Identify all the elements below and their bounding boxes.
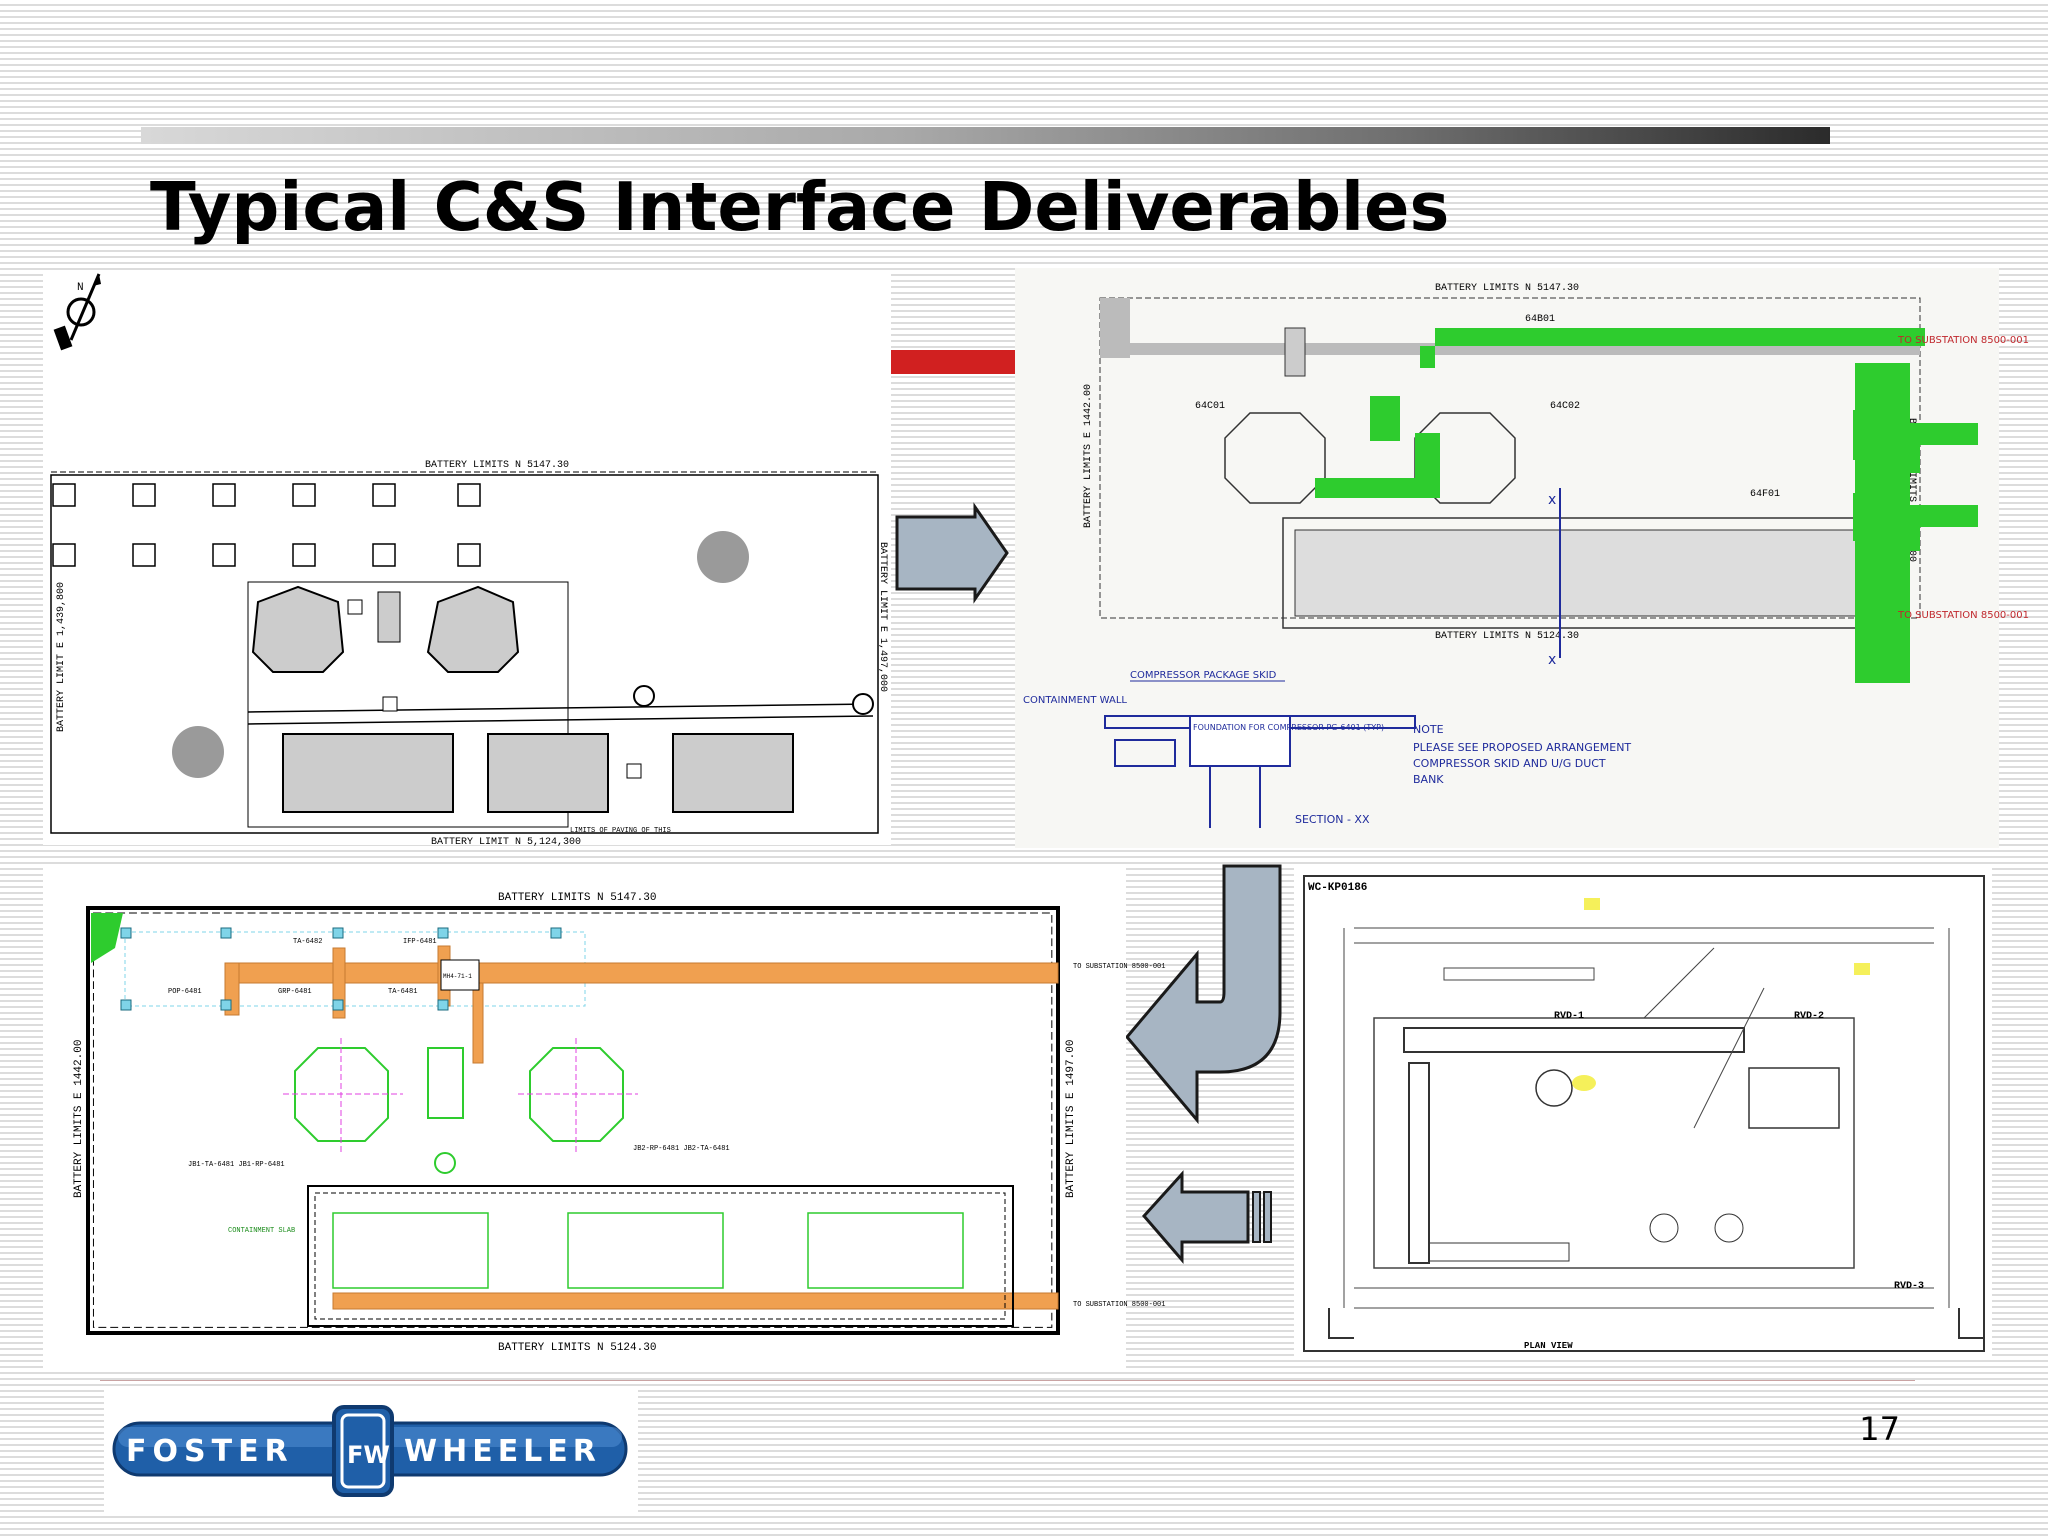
p3-bottom-limit: BATTERY LIMITS N 5124.30 xyxy=(498,1342,656,1354)
p2-containment-wall: CONTAINMENT WALL xyxy=(1023,695,1127,706)
p2-tag-64f01: 64F01 xyxy=(1750,489,1780,500)
p3-tag-ta6482: TA-6482 xyxy=(293,938,322,946)
logo-text-left: FOSTER xyxy=(126,1434,294,1469)
cad-interface-plan-drawing: BATTERY LIMITS N 5147.30 BATTERY LIMITS … xyxy=(43,868,1165,1368)
green-markup xyxy=(1315,328,1978,683)
p2-tag-64b01: 64B01 xyxy=(1525,314,1555,325)
p3-left-limit: BATTERY LIMITS E 1442.00 xyxy=(73,1040,85,1198)
p2-section-label: SECTION - XX xyxy=(1295,813,1370,826)
p1-right-limit: BATTERY LIMIT E 1,497,000 xyxy=(877,542,888,692)
p3-tag-ta6481: TA-6481 xyxy=(388,988,417,996)
p2-to-substation-1: TO SUBSTATION 8500-001 xyxy=(1897,335,2029,346)
p3-tag-pop6481: POP-6481 xyxy=(168,988,202,996)
p4-rvd1: RVD-1 xyxy=(1554,1011,1584,1022)
marked-up-plan-drawing: BATTERY LIMITS N 5147.30 BATTERY LIMITS … xyxy=(1015,268,2029,848)
page-number: 17 xyxy=(1859,1410,1900,1448)
logo-monogram: FW xyxy=(347,1441,390,1469)
north-arrow-icon: N xyxy=(53,273,101,351)
p2-tag-64c01: 64C01 xyxy=(1195,401,1225,412)
p2-top-limit: BATTERY LIMITS N 5147.30 xyxy=(1435,283,1579,294)
p3-tag-grp6481: GRP-6481 xyxy=(278,988,312,996)
p2-note-title: NOTE xyxy=(1413,723,1444,736)
title-accent-bar xyxy=(141,127,1830,144)
site-plan-drawing: N BATTERY LIMITS N 5147.30 BATTERY LIMIT… xyxy=(43,272,891,848)
page-title: Typical C&S Interface Deliverables xyxy=(150,168,1450,246)
p3-top-limit: BATTERY LIMITS N 5147.30 xyxy=(498,892,656,904)
p3-tag-ifp6481: IFP-6481 xyxy=(403,938,437,946)
p3-to-substation-2: TO SUBSTATION 8500-001 xyxy=(1073,1301,1165,1309)
foster-wheeler-logo: FOSTER FW WHEELER xyxy=(104,1387,638,1515)
p4-rvd2: RVD-2 xyxy=(1794,1011,1824,1022)
p2-left-limit: BATTERY LIMITS E 1442.00 xyxy=(1083,384,1094,528)
vendor-plan-view-drawing: WC-KP0186 RVD-1 RVD-2 RVD-3 PLAN VIEW xyxy=(1294,868,1992,1356)
curved-down-left-arrow-icon xyxy=(1125,864,1282,1125)
north-label: N xyxy=(77,282,84,294)
p2-note-text: PLEASE SEE PROPOSED ARRANGEMENT COMPRESS… xyxy=(1413,741,1632,786)
left-arrow-icon xyxy=(1141,1170,1272,1265)
p3-tag-jb1: JB1-TA-6481 JB1-RP-6481 xyxy=(188,1161,285,1169)
logo-text-right: WHEELER xyxy=(404,1434,601,1469)
footer-rule xyxy=(100,1380,1915,1381)
p1-left-limit: BATTERY LIMIT E 1,439,800 xyxy=(56,582,67,732)
svg-text:x: x xyxy=(1548,652,1556,668)
p1-paving-note: LIMITS OF PAVING OF THIS xyxy=(570,827,671,835)
p4-rvd3: RVD-3 xyxy=(1894,1281,1924,1292)
red-connector-bar xyxy=(891,350,1015,374)
p3-tag-mh: MH4-71-1 xyxy=(443,973,472,980)
p4-plan-view: PLAN VIEW xyxy=(1524,1341,1573,1351)
p2-right-limit: BATTERY LIMITS E 1497.00 xyxy=(1906,418,1917,562)
p1-top-limit: BATTERY LIMITS N 5147.30 xyxy=(425,460,569,471)
svg-text:x: x xyxy=(1548,492,1556,508)
p2-compressor-skid: COMPRESSOR PACKAGE SKID xyxy=(1130,670,1277,681)
p3-tag-jb2: JB2-RP-6481 JB2-TA-6481 xyxy=(633,1145,730,1153)
p1-bottom-limit: BATTERY LIMIT N 5,124,300 xyxy=(431,837,581,848)
p2-tag-64c02: 64C02 xyxy=(1550,401,1580,412)
p3-right-limit: BATTERY LIMITS E 1497.00 xyxy=(1065,1040,1077,1198)
p2-bottom-limit: BATTERY LIMITS N 5124.30 xyxy=(1435,631,1579,642)
duct-bank xyxy=(224,945,1059,1310)
right-arrow-icon xyxy=(895,502,1009,604)
p2-foundation-label: FOUNDATION FOR COMPRESSOR PG-6401 (TYP) xyxy=(1193,723,1384,732)
p2-to-substation-2: TO SUBSTATION 8500-001 xyxy=(1897,610,2029,621)
p3-to-substation-1: TO SUBSTATION 8500-001 xyxy=(1073,963,1165,971)
p3-containment-slab: CONTAINMENT SLAB xyxy=(228,1227,295,1235)
p4-drawing-no: WC-KP0186 xyxy=(1308,882,1367,894)
